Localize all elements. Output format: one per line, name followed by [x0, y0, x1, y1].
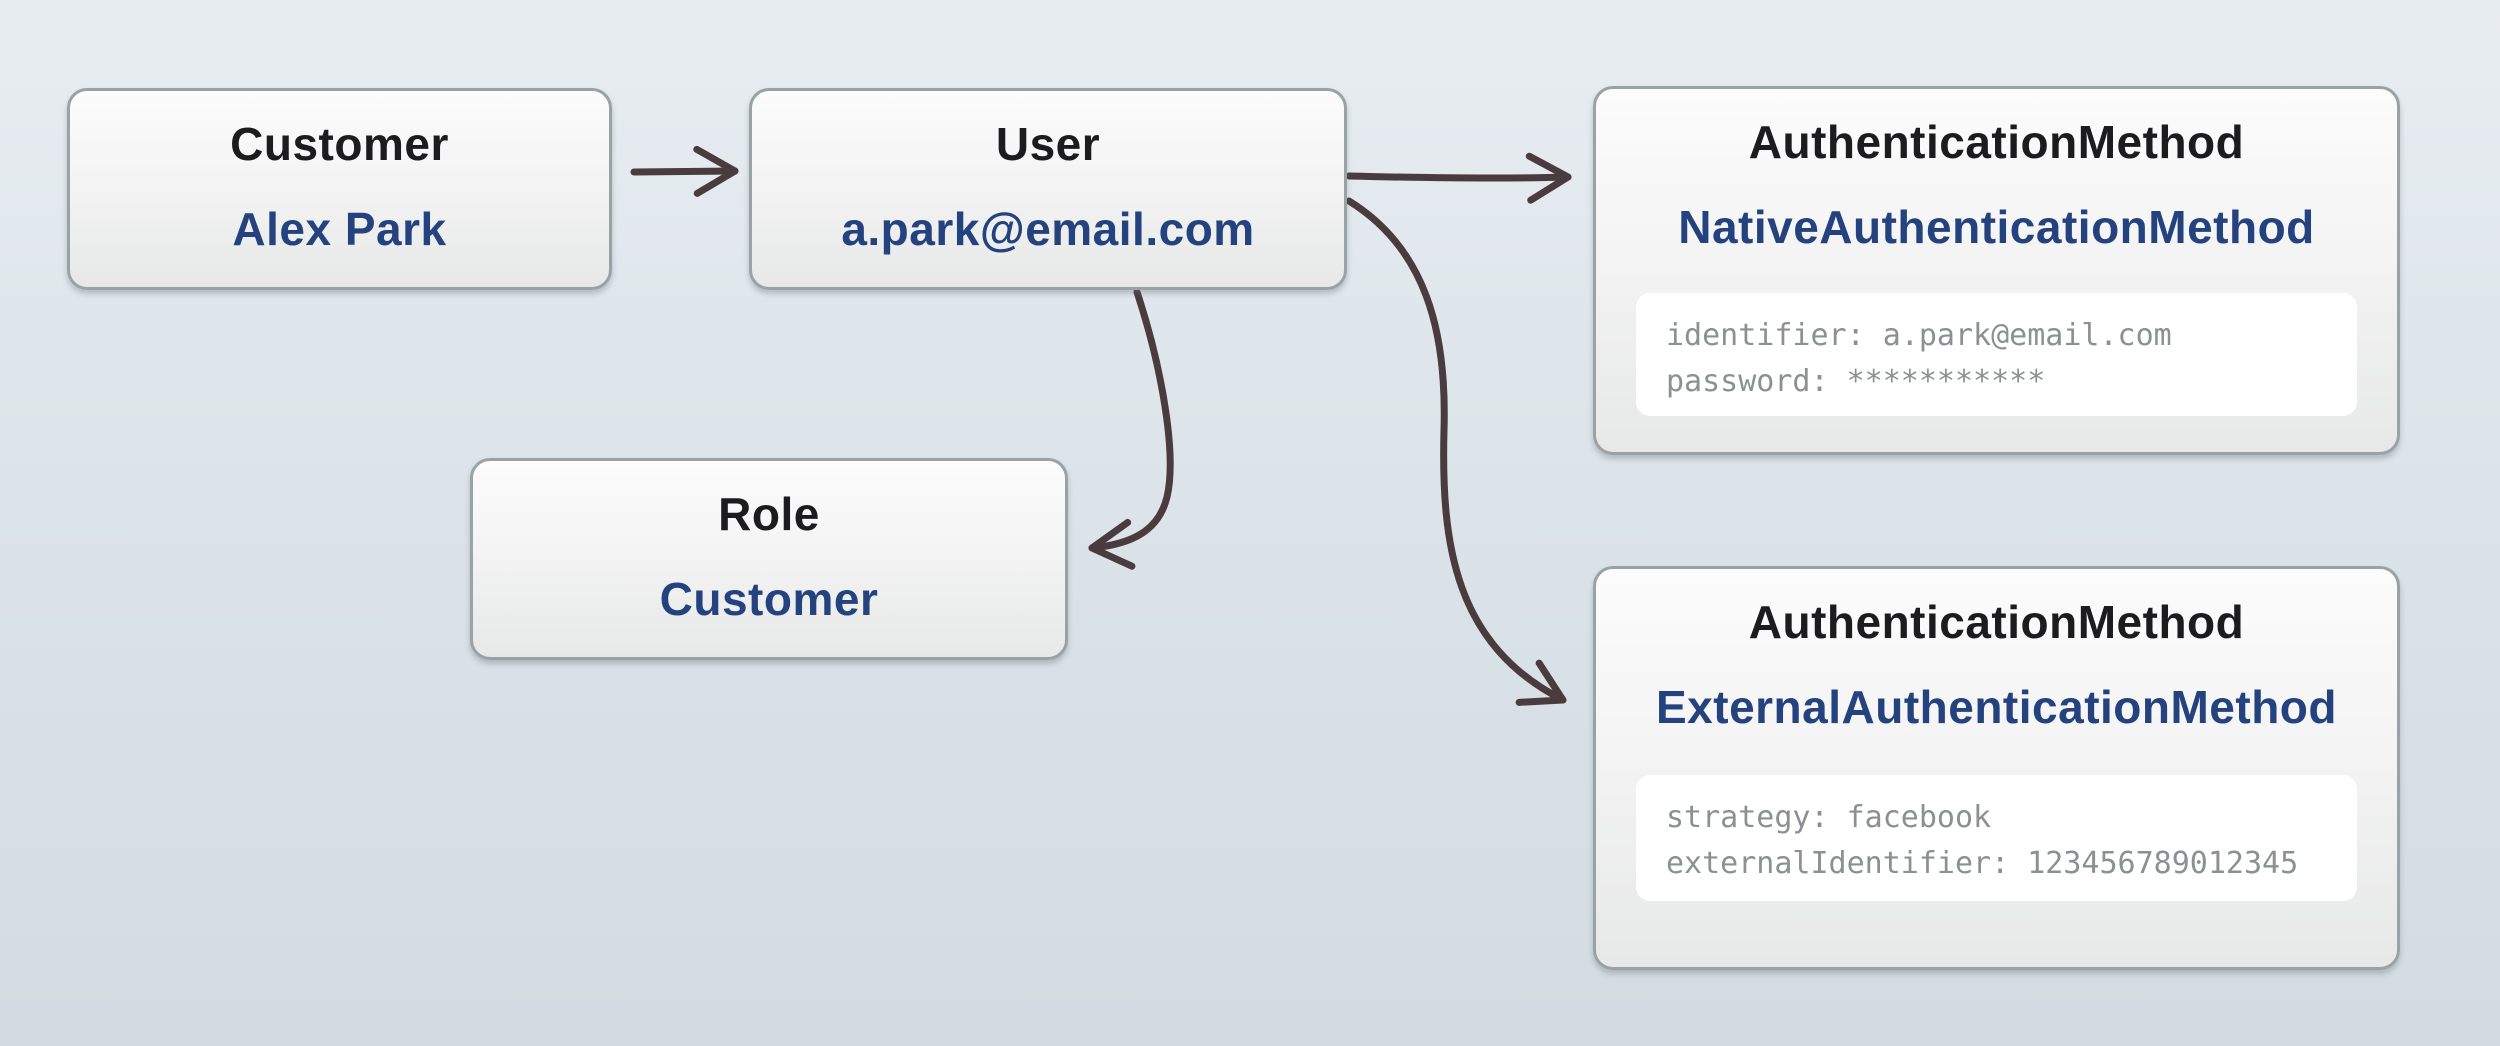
entity-card-external-authentication-method: AuthenticationMethod ExternalAuthenticat… [1593, 566, 2400, 970]
entity-card-role: Role Customer [470, 458, 1068, 660]
edge-customer-to-user [630, 145, 739, 197]
edge-user-to-role [1088, 288, 1174, 570]
attribute-external-identifier: externalIdentifier: 123456789012345 [1666, 846, 2299, 881]
entity-value: NativeAuthenticationMethod [1678, 201, 2315, 253]
attributes-panel: strategy: facebook externalIdentifier: 1… [1636, 775, 2357, 901]
entity-title: User [995, 118, 1101, 170]
entity-value: ExternalAuthenticationMethod [1655, 681, 2338, 733]
edge-user-to-native-authentication [1345, 152, 1572, 204]
entity-value: a.park@email.com [841, 203, 1255, 255]
entity-title: Customer [230, 118, 449, 170]
entity-title: Role [718, 488, 820, 540]
entity-card-customer: Customer Alex Park [67, 88, 612, 290]
entity-title: AuthenticationMethod [1748, 596, 2245, 648]
entity-value: Alex Park [232, 203, 447, 255]
entity-title: AuthenticationMethod [1748, 116, 2245, 168]
attribute-identifier: identifier: a.park@email.com [1666, 318, 2172, 353]
entity-card-native-authentication-method: AuthenticationMethod NativeAuthenticatio… [1593, 86, 2400, 455]
attribute-strategy: strategy: facebook [1666, 800, 1992, 835]
entity-value: Customer [659, 573, 879, 625]
entity-card-user: User a.park@email.com [749, 88, 1347, 290]
attribute-password: password: *********** [1666, 364, 2046, 399]
edge-user-to-external-authentication [1345, 197, 1567, 706]
attributes-panel: identifier: a.park@email.com password: *… [1636, 293, 2357, 416]
